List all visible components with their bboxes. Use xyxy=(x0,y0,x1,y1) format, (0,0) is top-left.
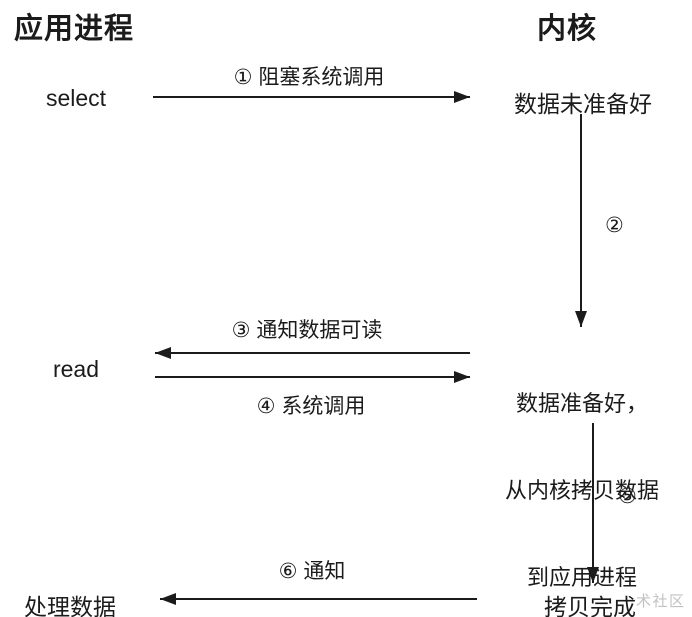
arrow-1-label: ① 阻塞系统调用 xyxy=(233,66,385,89)
kernel-state-ready: 数据准备好， 从内核拷贝数据 到应用进程 xyxy=(494,331,670,617)
select-step-label: select xyxy=(45,85,107,111)
app-process-header: 应用进程 xyxy=(14,13,135,45)
site-watermark: 术社区 xyxy=(636,593,686,610)
kernel-state-ready-line-2: 从内核拷贝数据 xyxy=(504,478,659,503)
kernel-state-ready-line-3: 到应用进程 xyxy=(526,565,637,590)
arrow-3-label: ③ 通知数据可读 xyxy=(231,319,383,342)
kernel-state-ready-line-1: 数据准备好， xyxy=(515,391,648,416)
kernel-state-copy-done: 拷贝完成 xyxy=(544,594,636,617)
arrow-2-label: ② xyxy=(605,214,624,237)
arrow-4-label: ④ 系统调用 xyxy=(256,395,366,418)
kernel-state-not-ready: 数据未准备好 xyxy=(514,91,652,117)
read-step-label: read xyxy=(52,356,100,382)
kernel-header: 内核 xyxy=(537,13,598,45)
arrow-6-label: ⑥ 通知 xyxy=(278,560,346,583)
arrow-5-label: ⑤ xyxy=(618,485,637,508)
process-data-step-label: 处理数据 xyxy=(24,594,116,617)
